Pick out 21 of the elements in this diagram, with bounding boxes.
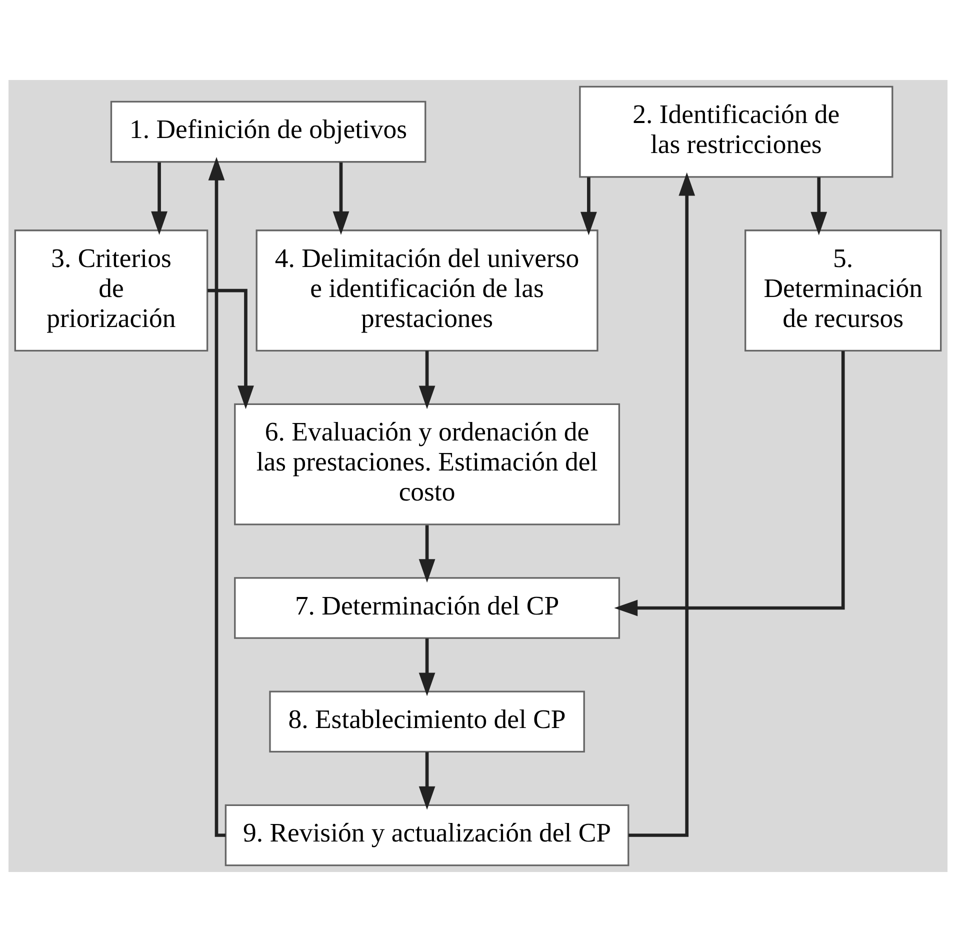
- arrow: [418, 752, 436, 810]
- arrow: [418, 350, 436, 409]
- node-box: 3. Criterios de priorización: [14, 229, 208, 352]
- node-box: 8. Establecimiento del CP: [269, 690, 585, 752]
- arrow: [208, 156, 226, 836]
- node-box: 6. Evaluación y ordenación de las prestaciones. Estimación del costo: [234, 402, 620, 525]
- node-box: 5. Determinación de recursos: [744, 229, 942, 352]
- node-box: 7. Determinación del CP: [234, 576, 620, 638]
- arrow: [332, 162, 350, 234]
- arrow: [628, 172, 696, 836]
- arrow: [418, 638, 436, 696]
- arrow: [614, 350, 845, 616]
- node-box: 1. Definición de objetivos: [110, 100, 426, 162]
- arrow: [151, 162, 168, 234]
- arrow: [580, 176, 597, 235]
- node-box: 2. Identificación de las restricciones: [579, 85, 894, 178]
- arrow: [208, 288, 254, 409]
- node-box: 4. Delimitación del universo e identificación de las prestaciones: [256, 229, 598, 352]
- arrow: [418, 524, 436, 582]
- arrow: [810, 176, 828, 235]
- node-box: 9. Revisión y actualización del CP: [224, 804, 630, 866]
